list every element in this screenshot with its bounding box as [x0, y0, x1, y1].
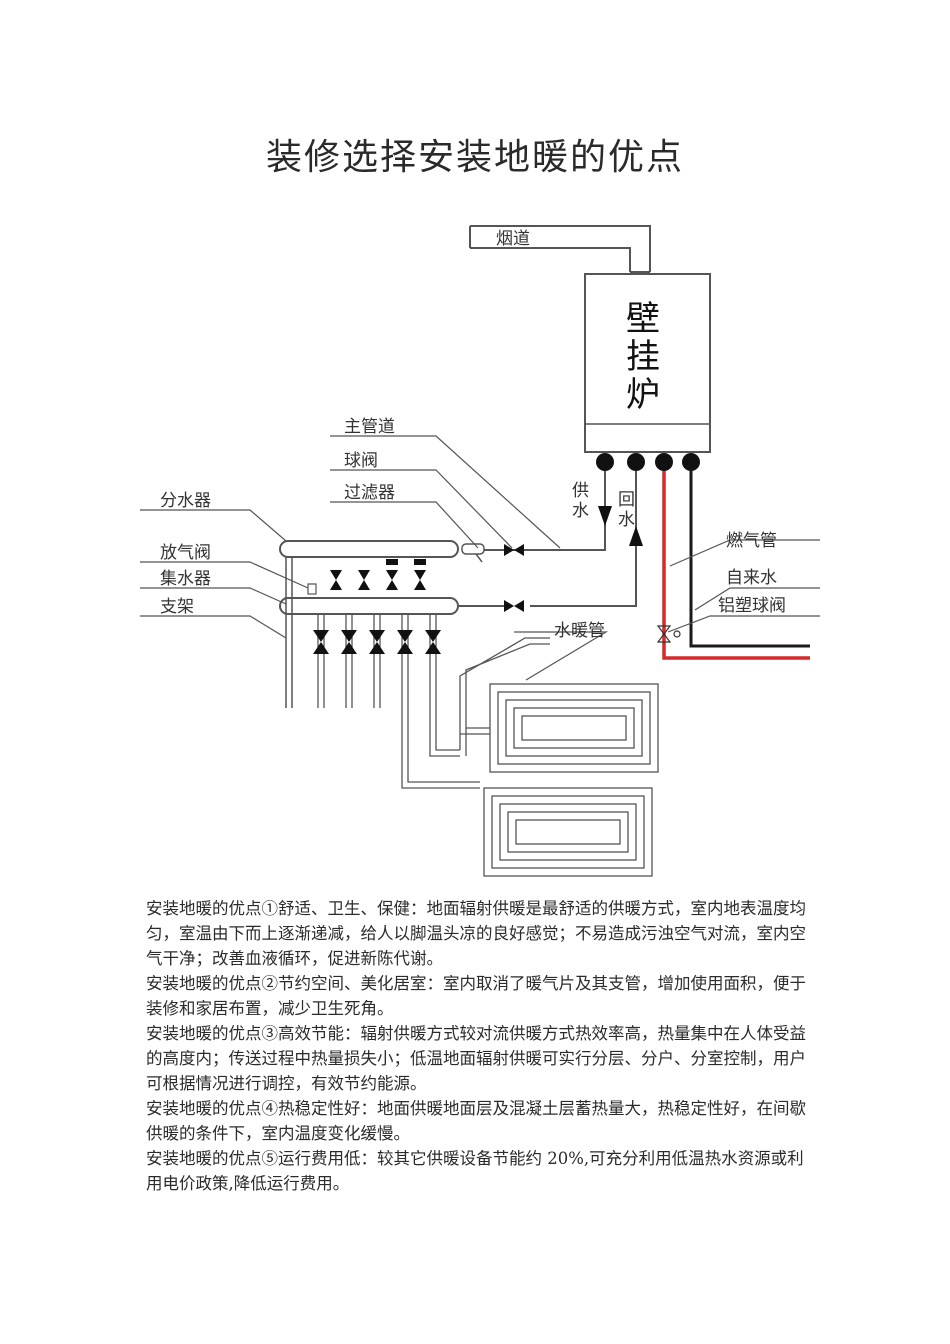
boiler-label-3: 炉: [626, 375, 660, 415]
supply-label-top: 供: [572, 481, 589, 501]
gas-pipe-label: 燃气管: [726, 531, 777, 551]
main-pipe-label: 主管道: [344, 417, 395, 437]
advantage-paragraph: 安装地暖的优点②节约空间、美化居室：室内取消了暖气片及其支管，增加使用面积，便于…: [146, 974, 806, 1018]
advantage-paragraph: 安装地暖的优点⑤运行费用低：较其它供暖设备节能约 20%,可充分利用低温热水资源…: [146, 1149, 804, 1193]
manifold-valves: [330, 559, 426, 590]
boiler-label-1: 壁: [626, 299, 660, 339]
distributor-label: 分水器: [160, 491, 211, 511]
return-label-bottom: 水: [618, 510, 635, 530]
air-vent-label: 放气阀: [160, 543, 211, 563]
collector-label: 集水器: [160, 569, 211, 589]
filter: [461, 543, 485, 563]
distributor-manifold: [279, 540, 459, 558]
supply-ball-valve: [504, 544, 524, 556]
bracket-label: 支架: [160, 597, 194, 617]
al-plastic-ball-valve: [656, 625, 681, 643]
wall-boiler: [584, 273, 711, 453]
supply-label-bottom: 水: [572, 501, 589, 521]
loop-valves: [313, 630, 441, 654]
ball-valve-label: 球阀: [344, 451, 378, 471]
advantages-text: 安装地暖的优点①舒适、卫生、保健：地面辐射供暖是最舒适的供暖方式，室内地表温度均…: [146, 896, 806, 1196]
flue-label: 烟道: [496, 229, 530, 249]
return-label-top: 回: [618, 490, 635, 510]
heating-pipe-label: 水暖管: [554, 621, 605, 641]
advantage-paragraph: 安装地暖的优点①舒适、卫生、保健：地面辐射供暖是最舒适的供暖方式，室内地表温度均…: [146, 899, 806, 968]
tap-water-pipe: [689, 471, 810, 648]
heating-coil-upper: [459, 637, 659, 773]
advantage-paragraph: 安装地暖的优点③高效节能：辐射供暖方式较对流供暖方式热效率高，热量集中在人体受益…: [146, 1024, 806, 1093]
al-plastic-valve-label: 铝塑球阀: [718, 596, 786, 616]
flue: [469, 225, 651, 273]
boiler-label-2: 挂: [626, 337, 660, 377]
filter-label: 过滤器: [344, 483, 395, 503]
right-leaders: [667, 539, 820, 633]
loop-pipes: [317, 614, 460, 763]
collector-manifold: [279, 597, 459, 615]
tap-water-label: 自来水: [726, 568, 777, 588]
page-title: 装修选择安装地暖的优点: [265, 137, 684, 178]
flow-arrows: [598, 506, 643, 546]
advantage-paragraph: 安装地暖的优点④热稳定性好：地面供暖地面层及混凝土层蓄热量大，热稳定性好，在间歇…: [146, 1099, 806, 1143]
bracket: [285, 557, 293, 708]
air-vent-valve: [307, 583, 317, 595]
floor-heating-diagram: 烟道 壁 挂 炉 供 水 回 水: [140, 218, 820, 884]
heating-coil-lower: [401, 763, 653, 877]
boiler-connectors: [596, 453, 700, 471]
return-ball-valve: [504, 600, 524, 612]
left-leaders: [140, 435, 609, 681]
gas-pipe: [662, 471, 810, 660]
